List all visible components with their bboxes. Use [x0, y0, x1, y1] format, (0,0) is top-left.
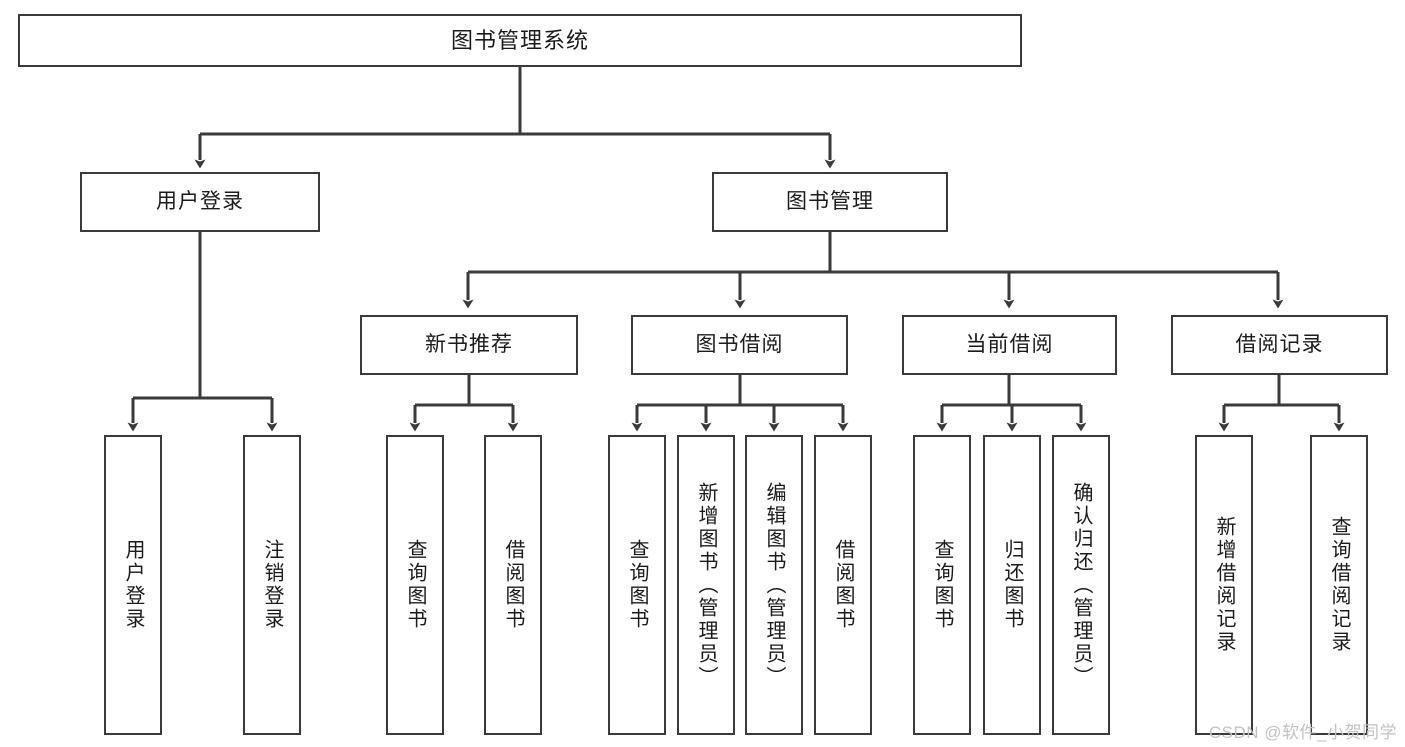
node-leaf-add-book[interactable]: 新增图书（管理员）: [677, 435, 735, 735]
node-leaf-user-logout-label: 注销登录: [261, 539, 283, 631]
node-borrow-record-label: 借阅记录: [1235, 332, 1324, 356]
node-leaf-edit-book-label: 编辑图书（管理员）: [763, 481, 785, 689]
node-leaf-return-book[interactable]: 归还图书: [983, 435, 1041, 735]
node-borrow-record[interactable]: 借阅记录: [1171, 315, 1388, 375]
node-leaf-query-book-2[interactable]: 查询图书: [608, 435, 666, 735]
node-leaf-add-record[interactable]: 新增借阅记录: [1195, 435, 1253, 735]
node-leaf-user-login[interactable]: 用户登录: [104, 435, 162, 735]
node-leaf-query-book-3-label: 查询图书: [931, 539, 953, 631]
node-book-manage[interactable]: 图书管理: [712, 172, 948, 232]
node-current-borrow[interactable]: 当前借阅: [902, 315, 1117, 375]
node-book-manage-label: 图书管理: [786, 189, 874, 213]
node-root-label: 图书管理系统: [450, 27, 589, 53]
node-leaf-user-logout[interactable]: 注销登录: [243, 435, 301, 735]
node-leaf-add-book-label: 新增图书（管理员）: [695, 481, 717, 689]
node-leaf-edit-book[interactable]: 编辑图书（管理员）: [745, 435, 803, 735]
node-leaf-borrow-book-1[interactable]: 借阅图书: [484, 435, 542, 735]
node-leaf-query-book-3[interactable]: 查询图书: [913, 435, 971, 735]
node-new-book-rec-label: 新书推荐: [425, 332, 513, 356]
node-leaf-confirm-return[interactable]: 确认归还（管理员）: [1052, 435, 1110, 735]
node-leaf-return-book-label: 归还图书: [1001, 539, 1023, 631]
node-leaf-borrow-book-1-label: 借阅图书: [502, 539, 524, 631]
node-leaf-add-record-label: 新增借阅记录: [1213, 516, 1235, 654]
node-leaf-borrow-book-2-label: 借阅图书: [832, 539, 854, 631]
node-leaf-borrow-book-2[interactable]: 借阅图书: [814, 435, 872, 735]
node-leaf-query-book-2-label: 查询图书: [626, 539, 648, 631]
node-leaf-query-book-1-label: 查询图书: [404, 539, 426, 631]
node-book-borrow-label: 图书借阅: [695, 332, 784, 356]
node-leaf-confirm-return-label: 确认归还（管理员）: [1070, 481, 1092, 689]
node-leaf-user-login-label: 用户登录: [122, 539, 144, 631]
node-book-borrow[interactable]: 图书借阅: [631, 315, 848, 375]
node-leaf-query-record[interactable]: 查询借阅记录: [1310, 435, 1368, 735]
node-current-borrow-label: 当前借阅: [965, 332, 1054, 356]
node-user-login-label: 用户登录: [156, 189, 244, 213]
node-leaf-query-record-label: 查询借阅记录: [1328, 516, 1350, 654]
node-user-login[interactable]: 用户登录: [80, 172, 320, 232]
node-leaf-query-book-1[interactable]: 查询图书: [386, 435, 444, 735]
node-new-book-rec[interactable]: 新书推荐: [360, 315, 578, 375]
node-root[interactable]: 图书管理系统: [18, 14, 1022, 67]
